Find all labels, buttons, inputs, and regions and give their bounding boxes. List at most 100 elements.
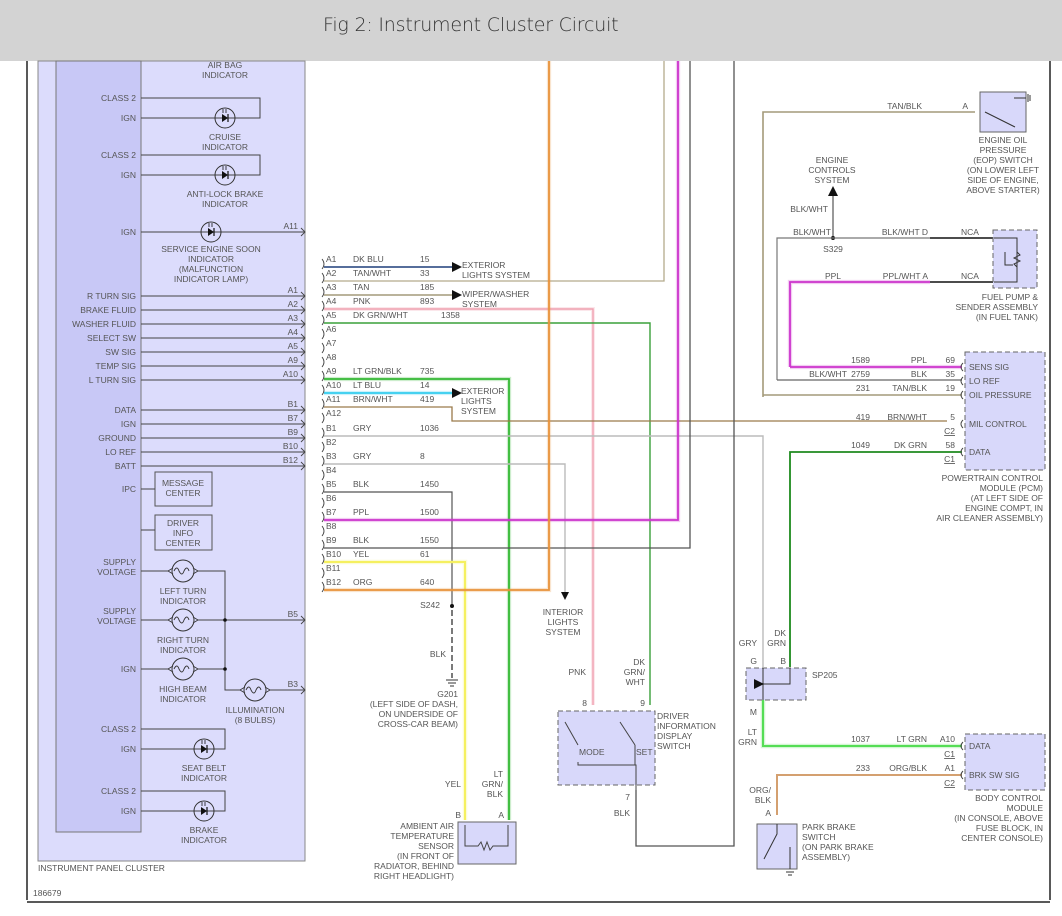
bcm-pin-label: BRK SW SIG (969, 770, 1020, 780)
connector-pin-icon (321, 398, 325, 410)
dest-engine-controls: CONTROLS (808, 165, 856, 175)
bcm-desc: BODY CONTROL (975, 793, 1043, 803)
arrow-down-icon (561, 592, 569, 600)
wire-dkgrn-label: GRN (767, 638, 786, 648)
pcm-pin-label: SENS SIG (969, 362, 1009, 372)
signal-pin: B10 (283, 441, 298, 451)
led-indicator-icon (214, 164, 236, 186)
bcm-desc: FUSE BLOCK, IN (976, 823, 1043, 833)
driver-info-center-box (154, 514, 213, 551)
ground-wire-label: BLK (430, 649, 446, 659)
airbag-label: AIR BAG (208, 60, 242, 70)
bcm-circuit: 1037 (851, 734, 870, 744)
bcm-circuit: 233 (856, 763, 870, 773)
bulb-leads (167, 665, 199, 673)
signal-label: LO REF (105, 447, 136, 457)
eop-switch-box (979, 91, 1027, 133)
dids-desc: SWITCH (657, 741, 691, 751)
pin-label-ign: IGN (121, 170, 136, 180)
connector-pin-icon (321, 511, 325, 523)
sender-resistor-icon (994, 237, 1022, 283)
signal-label: BRAKE FLUID (80, 305, 136, 315)
wire-color-label: PPL (353, 507, 369, 517)
pin-label-class2: CLASS 2 (101, 724, 136, 734)
wire-color-label: BRN/WHT (353, 394, 393, 404)
signal-pin: A2 (288, 299, 299, 309)
bulb-label: RIGHT TURN (157, 635, 209, 645)
circuit-number: 1358 (441, 310, 460, 320)
arrow-icon (754, 679, 764, 689)
pcm-connector-id: C2 (944, 426, 955, 436)
pcm-connector-id: C1 (944, 454, 955, 464)
pcm-pin-label: LO REF (969, 376, 1000, 386)
circuit-number: 419 (420, 394, 434, 404)
connector-pin-label: B8 (326, 521, 337, 531)
wire-b1 (324, 435, 764, 667)
connector-pin-label: B1 (326, 423, 337, 433)
wire-blk-label: BLK (614, 808, 630, 818)
connector-chevron-icon (300, 305, 306, 315)
wire-b5 (324, 491, 453, 606)
pin-9: 9 (640, 698, 645, 708)
connector-pin-label: A10 (326, 380, 341, 390)
connector-pin-label: B2 (326, 437, 337, 447)
connector-pin-label: B12 (326, 577, 341, 587)
circuit-number: 640 (420, 577, 434, 587)
connector-pin-icon (321, 539, 325, 551)
bulb-label: HIGH BEAM (159, 684, 207, 694)
connector-pin-icon (960, 447, 964, 457)
connector-pin-icon (321, 441, 325, 453)
eop-desc: SIDE OF ENGINE, (967, 175, 1038, 185)
ambient-desc: SENSOR (418, 841, 454, 851)
pcm-pin-label: DATA (969, 447, 991, 457)
pcm-pin: 19 (946, 383, 956, 393)
filament (245, 686, 262, 694)
connector-pin-icon (321, 525, 325, 537)
connector-pin-icon (960, 419, 964, 429)
circuit-number: 893 (420, 296, 434, 306)
signal-pin: B1 (288, 399, 299, 409)
connector-pin-icon (960, 770, 964, 780)
bulb-icon (239, 678, 271, 702)
wire-bcm-orgblk (776, 774, 962, 815)
diode-triangle (208, 228, 214, 236)
dest-exterior-lights: EXTERIOR (462, 260, 505, 270)
pcm-wire-color: DK GRN (894, 440, 927, 450)
wire-a9-glow (324, 376, 512, 820)
bulb-circle (243, 678, 267, 702)
connector-chevron-icon (300, 615, 306, 625)
pcm-circuit: 1589 (851, 355, 870, 365)
led-circle (193, 738, 215, 760)
set-label: SET (636, 747, 653, 757)
connector-pin-label: A12 (326, 408, 341, 418)
junction-dot (223, 667, 227, 671)
connector-chevron-icon (300, 361, 306, 371)
wire-pcm-dkgrn (789, 451, 962, 667)
connector-chevron-icon (300, 291, 306, 301)
dids-desc: DRIVER (657, 711, 689, 721)
switch-icon (984, 94, 1031, 128)
indicator-label: CRUISE (209, 132, 241, 142)
connector-chevron-icon (300, 347, 306, 357)
pin-7: 7 (625, 792, 630, 802)
illumination-label: (8 BULBS) (235, 715, 276, 725)
pcm-left-label: BLK/WHT (809, 369, 847, 379)
title-bar: Fig 2: Instrument Cluster Circuit (0, 0, 1062, 61)
bulb-circle (171, 559, 195, 583)
dids-desc: INFORMATION (657, 721, 716, 731)
diode-triangle (201, 807, 207, 815)
pcm-pin-label: OIL PRESSURE (969, 390, 1032, 400)
connector-pin-icon (321, 300, 325, 312)
arrow-right-icon (452, 290, 462, 300)
pin-label: SUPPLY (103, 557, 136, 567)
signal-label: DATA (115, 405, 137, 415)
dest-engine-controls: ENGINE (816, 155, 849, 165)
pin-label-ign: IGN (121, 227, 136, 237)
indicator-label: SEAT BELT (182, 763, 226, 773)
pin-label-class2: CLASS 2 (101, 150, 136, 160)
bulb-circle (171, 657, 195, 681)
ipc-label: INSTRUMENT PANEL CLUSTER (38, 863, 165, 873)
connector-chevron-icon (300, 447, 306, 457)
bulb-circle (171, 608, 195, 632)
figure-id: 186679 (33, 888, 62, 898)
